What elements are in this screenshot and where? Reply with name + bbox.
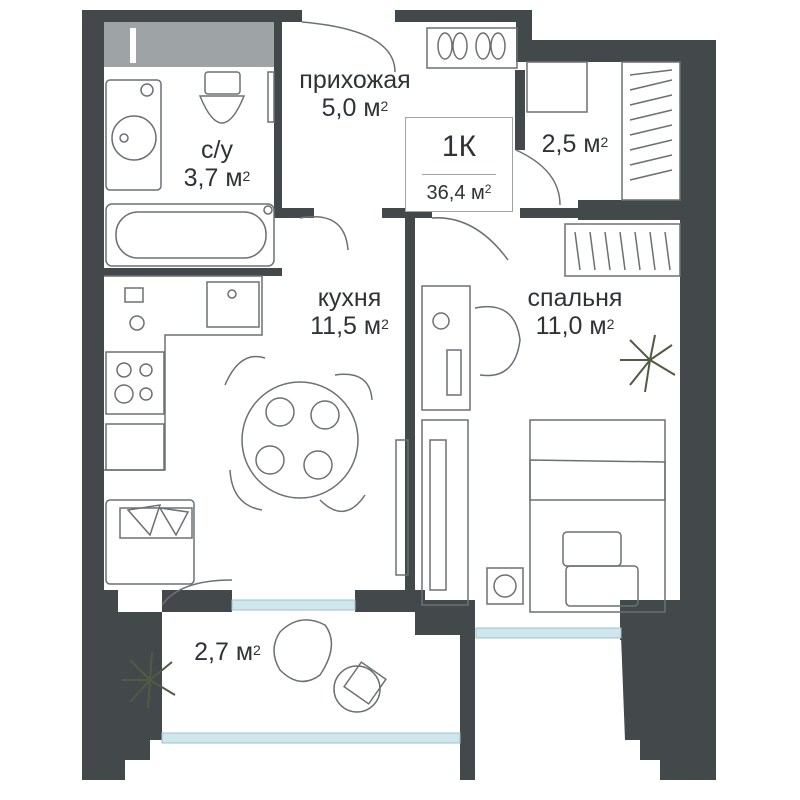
room-name: с/у bbox=[201, 136, 233, 164]
bathtub-icon bbox=[105, 203, 275, 267]
bed-icon bbox=[529, 419, 666, 613]
door-swing-icon bbox=[161, 21, 561, 606]
washing-machine-icon bbox=[486, 567, 524, 605]
slippers-icon bbox=[426, 27, 518, 69]
storage-label: 2,5 м2 bbox=[530, 130, 620, 158]
apartment-badge: 1К 36,4 м2 bbox=[405, 117, 513, 212]
windows bbox=[161, 599, 622, 744]
room-name: прихожая bbox=[299, 66, 411, 94]
room-area: 3,7 м2 bbox=[183, 164, 251, 192]
stove-icon bbox=[105, 351, 165, 415]
kitchen-label: кухня 11,5 м2 bbox=[292, 284, 407, 340]
room-area: 5,0 м2 bbox=[321, 94, 389, 122]
hallway-label: прихожая 5,0 м2 bbox=[280, 66, 430, 122]
toilet-icon bbox=[198, 71, 275, 124]
bedroom-label: спальня 11,0 м2 bbox=[510, 284, 640, 340]
room-name: кухня bbox=[317, 284, 382, 312]
room-area: 2,7 м2 bbox=[194, 638, 261, 666]
sofa-icon bbox=[105, 499, 195, 585]
plant-icon bbox=[122, 334, 676, 709]
badge-divider bbox=[422, 174, 496, 175]
walls bbox=[82, 10, 716, 780]
room-name: спальня bbox=[527, 284, 623, 312]
sink-icon bbox=[105, 79, 162, 191]
room-area: 11,5 м2 bbox=[310, 312, 389, 340]
room-area: 2,5 м2 bbox=[541, 130, 609, 158]
kitchen-counter-icon bbox=[104, 275, 263, 471]
apartment-type: 1К bbox=[441, 130, 477, 163]
balcony-label: 2,7 м2 bbox=[180, 638, 275, 666]
bathroom-label: с/у 3,7 м2 bbox=[162, 136, 272, 192]
armchair-icon bbox=[273, 619, 387, 713]
desk-icon bbox=[395, 285, 521, 606]
room-area: 11,0 м2 bbox=[535, 312, 615, 340]
wardrobe-icon bbox=[526, 61, 681, 277]
bathroom-window bbox=[104, 22, 274, 67]
fridge-icon bbox=[105, 423, 165, 471]
dining-table-icon bbox=[224, 355, 373, 512]
total-area: 36,4 м2 bbox=[426, 182, 492, 204]
